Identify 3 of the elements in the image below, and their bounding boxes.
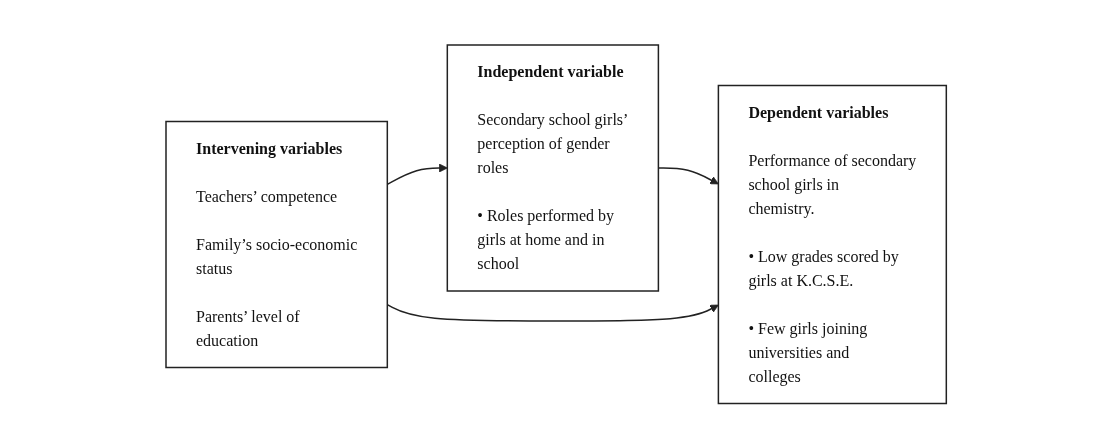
node-box: Intervening variables Teachers’ competence Family’s socio-economic status Parents’ level of education xyxy=(165,120,389,368)
node-box: Independent variable Secondary school girls’ perception of gender roles • Roles performed by girls at home and in school xyxy=(446,44,660,292)
node-box: Dependent variables Performance of secondary school girls in chemistry. • Low grades scored by girls at K.C.S.E. • Few girls joining universities and colleges xyxy=(718,84,948,404)
